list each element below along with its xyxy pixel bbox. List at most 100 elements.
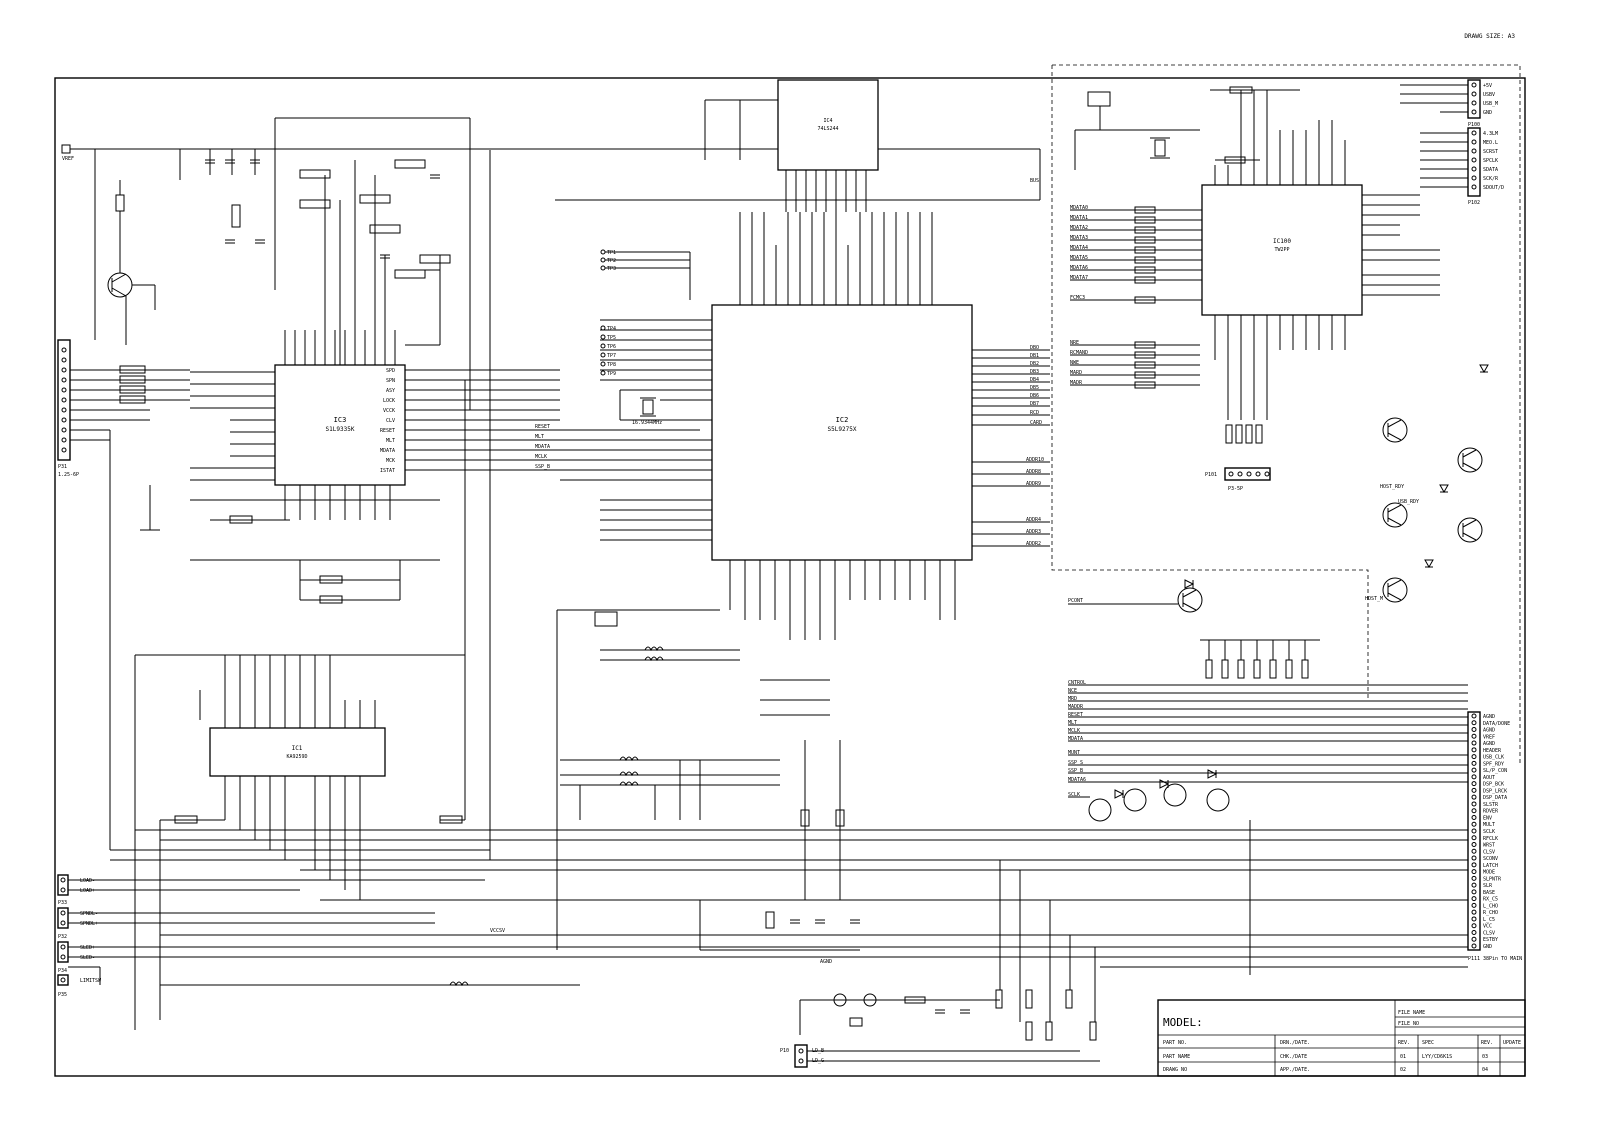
svg-text:CARD: CARD: [1030, 420, 1042, 426]
p111-pin-label: MULT: [1483, 822, 1495, 828]
p111-pin-label: VCC: [1483, 924, 1492, 930]
p111-pin: [1471, 862, 1477, 868]
p111-pin: [1471, 889, 1477, 895]
svg-text:LOAD+: LOAD+: [80, 888, 95, 894]
agnd-label: AGND: [820, 959, 832, 965]
svg-text:4.3LM: 4.3LM: [1483, 131, 1498, 137]
svg-text:HOST_RDY: HOST_RDY: [1380, 484, 1404, 490]
ic1-pins: [224, 655, 376, 900]
p111-pin: [1471, 869, 1477, 875]
p111-pin-label: GND: [1483, 944, 1492, 950]
p111-pin: [1471, 929, 1477, 935]
ic4-ref: IC4: [823, 118, 832, 124]
p111-pin-list: AGNDDATA/DONEAGNDVREFAGNDHEADERUSB_CLKSP…: [1471, 713, 1510, 950]
svg-text:LIMITSW: LIMITSW: [80, 978, 102, 984]
ic3-chip: [274, 364, 406, 486]
svg-text:CNTROL: CNTROL: [1068, 680, 1086, 686]
title-part-no-label: PART NO.: [1163, 1040, 1187, 1046]
title-part-name-label: PART NAME: [1163, 1054, 1190, 1060]
svg-text:TP5: TP5: [607, 335, 616, 341]
p111-pin-label: L_CHO: [1483, 903, 1498, 909]
p111-pin: [1471, 733, 1477, 739]
ic2-mid-signals: RESET MLT MDATA MCLK SSP_B: [535, 424, 550, 470]
p111-pin-label: RFCLK: [1483, 836, 1498, 842]
p111-pin-label: RX_C5: [1483, 897, 1498, 903]
ic2-left-pins: [560, 319, 712, 541]
ic2-part: S5L9275X: [828, 426, 857, 433]
svg-text:RCD: RCD: [1030, 410, 1039, 416]
svg-text:MDATA: MDATA: [1068, 736, 1083, 742]
title-rcv-row-2: 04: [1482, 1067, 1488, 1073]
p111-pin: [1471, 767, 1477, 773]
ic2-bottom-pins: [729, 560, 956, 640]
svg-text:SPN: SPN: [386, 378, 395, 384]
p111-pin: [1471, 787, 1477, 793]
p111-pin-label: WRST: [1483, 843, 1495, 849]
svg-text:MDATA6: MDATA6: [1070, 265, 1088, 271]
svg-text:DB2: DB2: [1030, 361, 1039, 367]
p111-pin: [1471, 808, 1477, 814]
p111-pin: [1471, 713, 1477, 719]
svg-text:MUNT: MUNT: [1068, 750, 1080, 756]
p111-pin: [1471, 801, 1477, 807]
p111-pin-label: SL/P_CON: [1483, 768, 1507, 774]
p111-pin: [1471, 943, 1477, 949]
svg-text:MDATA7: MDATA7: [1070, 275, 1088, 281]
ic100-bottom-pins: [1214, 315, 1346, 420]
p111-pin-label: DSP_BCK: [1483, 782, 1504, 788]
svg-text:SPNDL-: SPNDL-: [80, 911, 98, 917]
title-drawg-no-label: DRAWG NO: [1163, 1067, 1187, 1073]
svg-text:MCLK: MCLK: [535, 454, 547, 460]
test-points: TP1 TP2 TP3 TP4 TP5 TP6 TP7 TP8 TP9: [600, 249, 691, 377]
p111-pin: [1471, 828, 1477, 834]
svg-text:MEO.L: MEO.L: [1483, 140, 1498, 146]
p111-pin-label: BASE: [1483, 890, 1495, 896]
svg-text:DB1: DB1: [1030, 353, 1039, 359]
svg-text:ISTAT: ISTAT: [380, 468, 395, 474]
p111-pin-label: AGND: [1483, 728, 1495, 734]
svg-text:MDATA5: MDATA5: [1070, 255, 1088, 261]
p111-pin: [1471, 835, 1477, 841]
svg-text:LOAD-: LOAD-: [80, 878, 95, 884]
svg-text:MDATA4: MDATA4: [1070, 245, 1088, 251]
svg-text:TP8: TP8: [607, 362, 616, 368]
p111-pin-label: SLPNTR: [1483, 876, 1502, 882]
p111-pin: [1471, 848, 1477, 854]
title-rev-row-2: 02: [1400, 1067, 1406, 1073]
usb-module-boundary-left: [1051, 65, 1369, 700]
ic3-left-pins: [190, 371, 275, 481]
title-update-header: UPDATE: [1503, 1040, 1521, 1046]
svg-text:DB3: DB3: [1030, 369, 1039, 375]
svg-text:SDOUT/D: SDOUT/D: [1483, 185, 1504, 191]
title-chk-date: CHK./DATE: [1280, 1054, 1307, 1060]
pullup-resistor-bank: [1200, 639, 1320, 679]
p31-desc: 1.25-6P: [58, 472, 79, 478]
p111-pin: [1471, 754, 1477, 760]
p111-pin: [1471, 896, 1477, 902]
ic1-part: KA9259D: [286, 754, 307, 760]
svg-text:P111: P111: [1468, 956, 1480, 962]
svg-text:ADDR8: ADDR8: [1026, 469, 1041, 475]
p111-pin: [1471, 936, 1477, 942]
usb-module-boundary: [1052, 64, 1521, 765]
svg-text:MDATA0: MDATA0: [1070, 205, 1088, 211]
svg-text:MLT: MLT: [535, 434, 544, 440]
svg-text:TP6: TP6: [607, 344, 616, 350]
svg-text:MADDR: MADDR: [1068, 704, 1084, 710]
svg-text:RESET: RESET: [380, 428, 395, 434]
ferrite-bead-b1: [449, 981, 469, 987]
svg-text:VCCK: VCCK: [383, 408, 395, 414]
p111-pin: [1471, 821, 1477, 827]
svg-text:P32: P32: [58, 934, 67, 940]
svg-text:NRE: NRE: [1070, 340, 1079, 346]
title-spec-header: SPEC: [1422, 1040, 1434, 1046]
ic100-top-pins: [1214, 90, 1346, 185]
title-model-label: MODEL:: [1163, 1016, 1203, 1029]
svg-text:ADDR10: ADDR10: [1026, 457, 1044, 463]
svg-text:ADDR9: ADDR9: [1026, 481, 1041, 487]
svg-text:DB7: DB7: [1030, 401, 1039, 407]
title-rev-row-1: 01: [1400, 1054, 1406, 1060]
svg-text:P100: P100: [1468, 122, 1480, 128]
ic1-surround: [109, 150, 491, 1030]
